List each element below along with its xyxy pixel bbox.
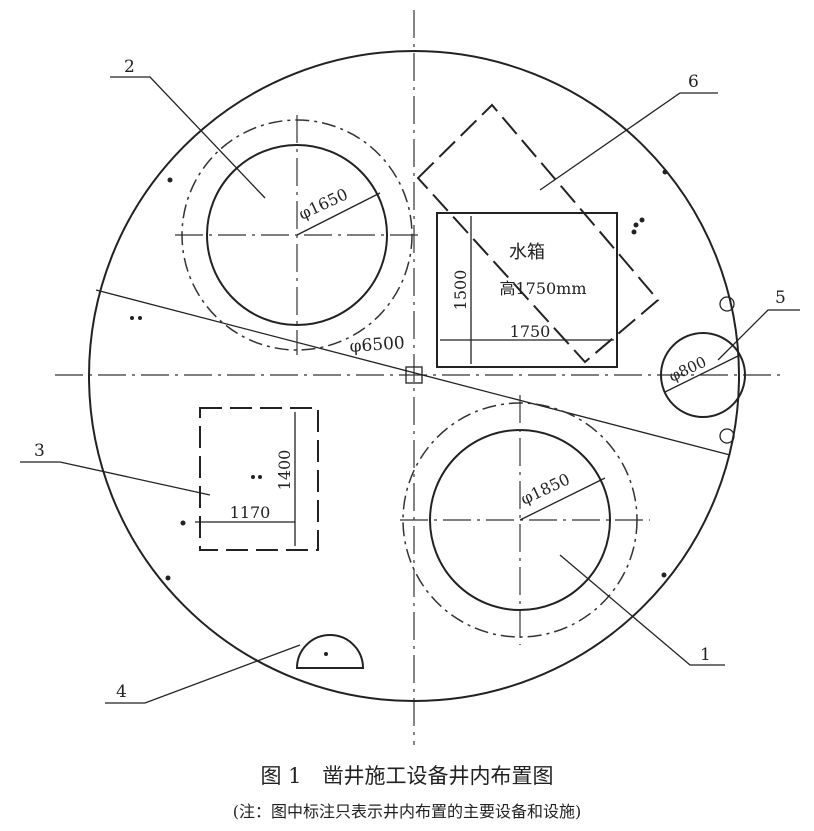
item4-half-circle: [295, 634, 365, 669]
leader-3: [20, 461, 211, 496]
leader-2: [110, 76, 266, 199]
tank-height-label: 高1750mm: [499, 279, 586, 298]
dim-1850: φ1850: [518, 469, 573, 508]
label-5: 5: [775, 288, 786, 308]
label-1: 1: [700, 645, 711, 665]
leader-1: [559, 554, 725, 666]
item3-equipment-outline: [199, 407, 319, 551]
water-tank: [436, 212, 618, 368]
anchor-dots: [130, 169, 668, 656]
shaft-outline: [88, 50, 740, 702]
leader-5: [717, 309, 800, 361]
item1-radius: [519, 477, 606, 521]
tank-name: 水箱: [509, 242, 545, 263]
diameter-line-6500: [95, 289, 731, 456]
bolt-icon: [719, 428, 735, 444]
item6-equipment-outline: [416, 103, 660, 364]
shaft-layout-drawing: φ6500 φ1650 φ1850 水箱 高1750mm 1750 1500 φ…: [20, 10, 800, 745]
dim-1650: φ1650: [296, 184, 351, 223]
bolt-icon: [719, 296, 735, 312]
item2-radius: [296, 192, 381, 236]
label-4: 4: [116, 682, 127, 702]
label-2: 2: [124, 57, 135, 77]
dim-1170: 1170: [230, 503, 271, 522]
figure-note: (注：图中标注只表示井内布置的主要设备和设施): [232, 802, 582, 821]
dim-1500: 1500: [451, 270, 470, 311]
dim-1750: 1750: [510, 322, 551, 341]
item2-circle: [206, 144, 388, 326]
item5-diameter: [664, 354, 741, 393]
figure-title: 图 1 凿井施工设备井内布置图: [260, 764, 554, 788]
leader-4: [105, 644, 301, 704]
item5-circle: [660, 332, 746, 418]
dim-6500: φ6500: [349, 333, 405, 357]
leader-6: [539, 92, 718, 191]
label-6: 6: [688, 72, 699, 92]
label-3: 3: [34, 441, 45, 461]
dim-1400: 1400: [275, 450, 294, 491]
